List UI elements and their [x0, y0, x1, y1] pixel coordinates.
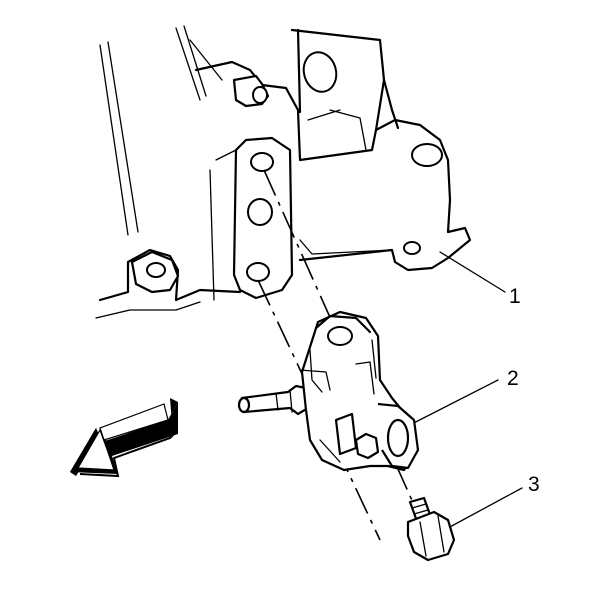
bolt-fastener: [406, 496, 456, 562]
callout-1: 1: [509, 285, 521, 308]
callout-3: 3: [528, 473, 540, 496]
engine-casting: [95, 25, 472, 319]
front-direction-arrow-icon: [70, 398, 178, 478]
callout-2: 2: [507, 367, 519, 390]
callout-leaders: [399, 251, 523, 529]
sensor-component: [237, 310, 420, 472]
callout-labels: 1 2 3: [507, 285, 540, 496]
